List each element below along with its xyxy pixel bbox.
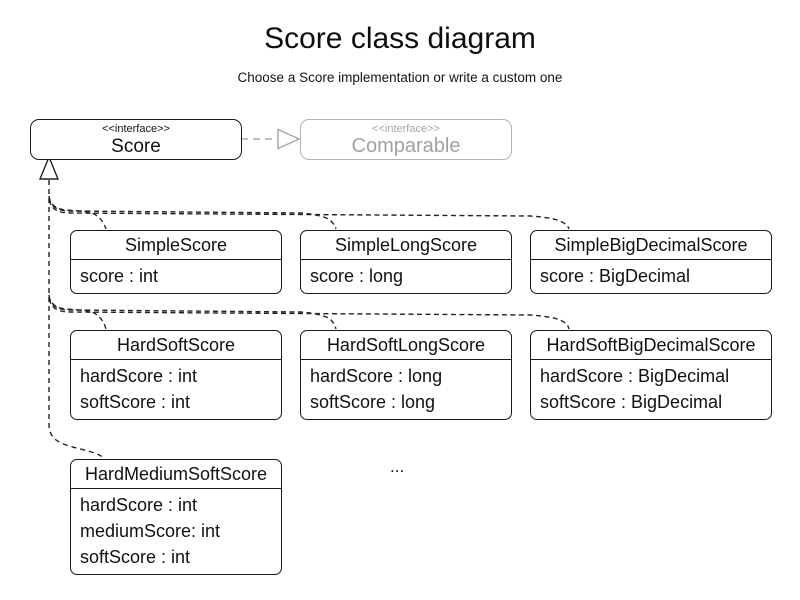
page-subtitle: Choose a Score implementation or write a… (237, 70, 563, 85)
interface-score: <<interface>> Score (30, 119, 242, 160)
attribute-compartment: score : int (71, 260, 281, 293)
dependency-arrowhead-icon (277, 128, 301, 150)
attribute: score : long (310, 266, 404, 286)
attribute: score : int (80, 266, 159, 286)
realization-arrowhead-icon (38, 155, 60, 180)
class-hardsoftlongscore: HardSoftLongScore hardScore : long softS… (300, 330, 512, 420)
realization-line-simplebigdecimalscore (48, 199, 570, 230)
class-simplebigdecimalscore: SimpleBigDecimalScore score : BigDecimal (530, 230, 772, 294)
attribute: softScore : int (80, 547, 191, 567)
realization-line-simplelongscore (48, 197, 337, 230)
class-hardsoftbigdecimalscore: HardSoftBigDecimalScore hardScore : BigD… (530, 330, 772, 420)
class-simplescore: SimpleScore score : int (70, 230, 282, 294)
realization-line-hardsoftlongscore (48, 296, 337, 330)
interface-name: Score (111, 135, 161, 157)
attribute: hardScore : int (80, 366, 198, 386)
class-hardsoftscore: HardSoftScore hardScore : int softScore … (70, 330, 282, 420)
attribute-compartment: score : long (301, 260, 511, 293)
attribute-compartment: hardScore : int softScore : int (71, 360, 281, 419)
class-name: HardSoftLongScore (301, 331, 511, 360)
attribute: softScore : int (80, 392, 191, 412)
more-implementations-ellipsis: ... (390, 457, 405, 476)
attribute-compartment: hardScore : int mediumScore: int softSco… (71, 489, 281, 574)
class-name: HardSoftScore (71, 331, 281, 360)
class-name: SimpleScore (71, 231, 281, 260)
attribute: hardScore : long (310, 366, 443, 386)
class-name: SimpleLongScore (301, 231, 511, 260)
attribute: mediumScore: int (80, 521, 221, 541)
class-hardmediumsoftscore: HardMediumSoftScore hardScore : int medi… (70, 459, 282, 575)
page-title: Score class diagram (264, 22, 536, 55)
interface-comparable: <<interface>> Comparable (300, 119, 512, 160)
class-name: SimpleBigDecimalScore (531, 231, 771, 260)
interface-stereotype: <<interface>> (372, 122, 440, 135)
interface-name: Comparable (351, 134, 461, 157)
attribute: softScore : long (310, 392, 436, 412)
attribute-compartment: hardScore : BigDecimal softScore : BigDe… (531, 360, 771, 419)
attribute: hardScore : int (80, 495, 198, 515)
attribute: softScore : BigDecimal (540, 392, 723, 412)
class-name: HardSoftBigDecimalScore (531, 331, 771, 360)
attribute: hardScore : BigDecimal (540, 366, 730, 386)
realization-line-simplescore (48, 195, 107, 230)
realization-line-hardsoftscore (48, 294, 107, 330)
attribute-compartment: score : BigDecimal (531, 260, 771, 293)
attribute: score : BigDecimal (540, 266, 691, 286)
realization-line-hardsoftbigdecimalscore (48, 298, 570, 330)
interface-stereotype: <<interface>> (102, 122, 170, 135)
class-name: HardMediumSoftScore (71, 460, 281, 489)
attribute-compartment: hardScore : long softScore : long (301, 360, 511, 419)
class-simplelongscore: SimpleLongScore score : long (300, 230, 512, 294)
